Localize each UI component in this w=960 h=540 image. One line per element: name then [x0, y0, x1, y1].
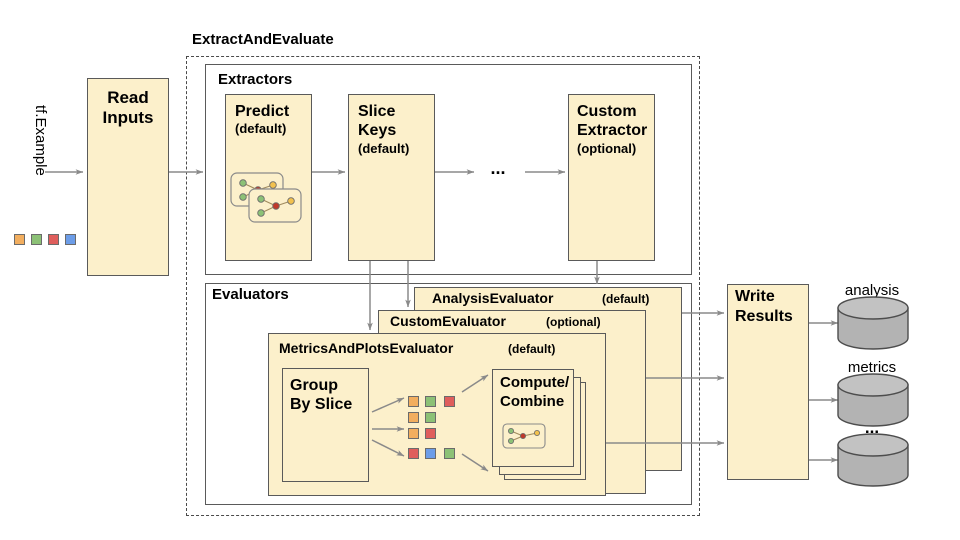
node-write-results[interactable]: [727, 284, 809, 480]
analysis-evaluator-title: AnalysisEvaluator: [432, 290, 554, 306]
compute-combine-title: Compute/: [500, 374, 570, 391]
group-label-extractors: Extractors: [218, 71, 293, 88]
node-custom-extractor[interactable]: [568, 94, 655, 261]
node-compute-combine[interactable]: [492, 369, 574, 467]
swatch-red: [425, 428, 436, 439]
swatch-green: [425, 396, 436, 407]
swatch-orange: [408, 412, 419, 423]
compute-combine-title2: Combine: [500, 393, 565, 410]
swatch-red: [408, 448, 419, 459]
slice-keys-title2: Keys: [358, 122, 397, 139]
group-by-slice-title: Group: [290, 377, 338, 394]
node-group-by-slice[interactable]: [282, 368, 369, 482]
analysis-evaluator-subtitle: (default): [602, 292, 650, 306]
swatch-green: [31, 234, 42, 245]
group-label-evaluators: Evaluators: [212, 286, 289, 303]
read-inputs-title: Read: [107, 88, 149, 107]
swatch-orange: [14, 234, 25, 245]
write-results-title2: Results: [735, 308, 793, 325]
group-extract-and-evaluate: [186, 56, 700, 516]
metrics-and-plots-evaluator-title: MetricsAndPlotsEvaluator: [279, 340, 454, 356]
slice-keys-title: Slice: [358, 103, 396, 120]
cylinder-more: [837, 433, 909, 487]
group-by-slice-title2: By Slice: [290, 396, 353, 413]
swatch-blue: [425, 448, 436, 459]
swatch-blue: [65, 234, 76, 245]
custom-extractor-title: Custom: [577, 103, 637, 120]
output-label-metrics: metrics: [847, 359, 897, 376]
extractors-ellipsis: ...: [490, 158, 506, 178]
custom-extractor-title2: Extractor: [577, 122, 648, 139]
swatch-green: [444, 448, 455, 459]
node-read-inputs[interactable]: [87, 78, 169, 276]
group-label-extract-and-evaluate: ExtractAndEvaluate: [192, 31, 334, 48]
custom-evaluator-subtitle: (optional): [546, 315, 601, 329]
custom-extractor-subtitle: (optional): [577, 141, 637, 156]
output-label-analysis: analysis: [844, 282, 900, 299]
swatch-red: [48, 234, 59, 245]
cylinder-analysis: [837, 296, 909, 350]
read-inputs-title2: Inputs: [102, 108, 154, 127]
custom-evaluator-title: CustomEvaluator: [390, 313, 506, 329]
input-label-tf-example: tf.Example: [32, 105, 49, 176]
slice-keys-subtitle: (default): [358, 141, 410, 156]
predict-title: Predict: [235, 103, 290, 120]
swatch-green: [425, 412, 436, 423]
node-slice-keys[interactable]: [348, 94, 435, 261]
swatch-orange: [408, 396, 419, 407]
swatch-red: [444, 396, 455, 407]
predict-subtitle: (default): [235, 121, 287, 136]
write-results-title: Write: [735, 288, 775, 305]
metrics-and-plots-evaluator-subtitle: (default): [508, 342, 556, 356]
output-label-more: ...: [864, 418, 880, 437]
swatch-orange: [408, 428, 419, 439]
